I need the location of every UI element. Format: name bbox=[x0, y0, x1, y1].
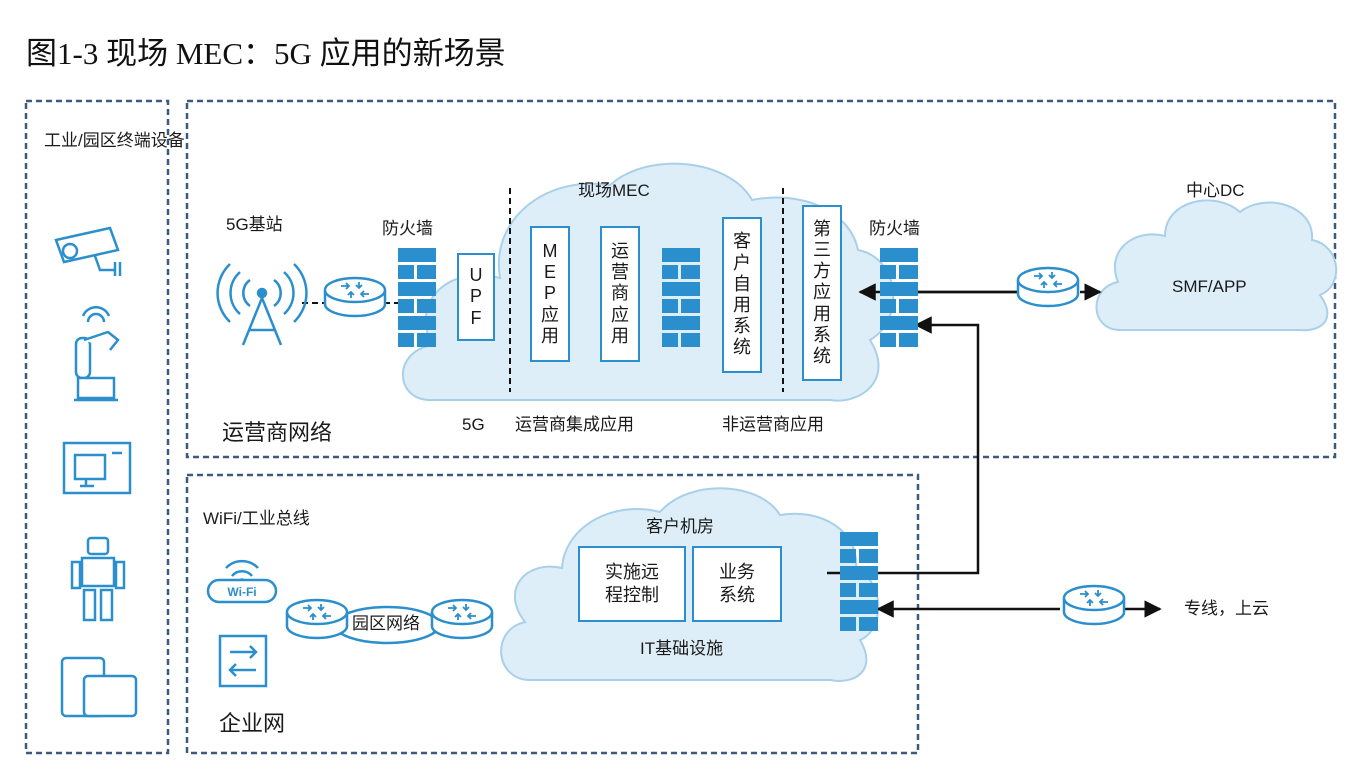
business-system-box: 业务系统 bbox=[692, 546, 782, 622]
customer-room-label: 客户机房 bbox=[646, 517, 714, 536]
terminal-panel-title: 工业/园区终端设备 bbox=[44, 131, 185, 150]
smf-app-label: SMF/APP bbox=[1172, 277, 1247, 296]
section-operator-label: 运营商集成应用 bbox=[515, 415, 634, 434]
section-non-operator-label: 非运营商应用 bbox=[722, 415, 824, 434]
upf-box: UPF bbox=[457, 253, 495, 341]
firewall-left-label: 防火墙 bbox=[382, 219, 433, 238]
tablet-icon bbox=[60, 656, 138, 718]
camera-icon bbox=[54, 226, 122, 276]
enterprise-network-label: 企业网 bbox=[219, 711, 286, 736]
operator-network-label: 运营商网络 bbox=[222, 420, 333, 445]
router-icon bbox=[1062, 584, 1126, 626]
antenna-icon bbox=[216, 263, 308, 346]
router-icon bbox=[323, 276, 387, 318]
it-infra-label: IT基础设施 bbox=[640, 639, 724, 658]
router-icon bbox=[430, 598, 494, 640]
center-dc-label: 中心DC bbox=[1186, 181, 1245, 200]
firewall-right-label: 防火墙 bbox=[869, 219, 920, 238]
remote-control-box: 实施远程控制 bbox=[578, 546, 686, 622]
router-icon bbox=[285, 598, 349, 640]
mep-app-box: MEP应用 bbox=[530, 226, 570, 362]
center-dc-cloud bbox=[1095, 199, 1338, 332]
operator-app-box: 运营商应用 bbox=[600, 226, 640, 362]
base-station-label: 5G基站 bbox=[226, 215, 283, 234]
wifi-badge-text: Wi-Fi bbox=[227, 585, 256, 599]
monitor-icon bbox=[62, 441, 132, 495]
mec-cloud-label: 现场MEC bbox=[578, 181, 650, 200]
switch-icon bbox=[218, 634, 268, 688]
terminal-panel-border bbox=[24, 99, 170, 755]
wifi-icon bbox=[206, 559, 278, 604]
campus-network-label: 园区网络 bbox=[352, 614, 420, 633]
figure-title: 图1-3 现场 MEC：5G 应用的新场景 bbox=[26, 36, 506, 71]
robot-arm-icon bbox=[74, 306, 120, 402]
wifi-bus-label: WiFi/工业总线 bbox=[203, 509, 310, 528]
customer-system-box: 客户自用系统 bbox=[722, 217, 762, 373]
router-icon bbox=[1016, 266, 1080, 308]
third-party-system-box: 第三方应用系统 bbox=[802, 205, 842, 381]
section-5g-label: 5G bbox=[462, 415, 485, 434]
robot-icon bbox=[70, 536, 126, 622]
enterprise-network-border bbox=[185, 473, 920, 755]
leased-line-label: 专线，上云 bbox=[1184, 599, 1269, 618]
